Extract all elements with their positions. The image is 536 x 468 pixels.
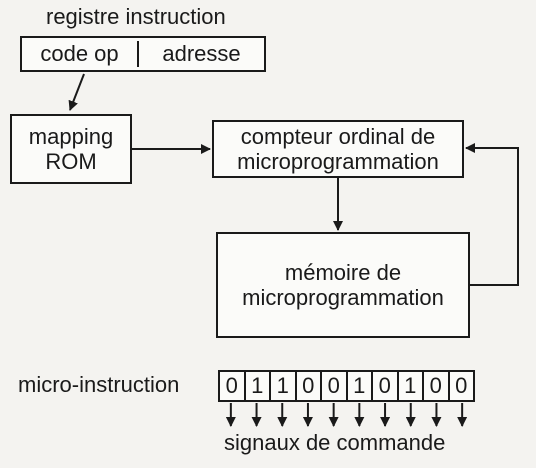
microprogram-counter-box: compteur ordinal de microprogrammation [212,120,464,178]
arrow-opcode-to-mapping [68,73,85,111]
microinstruction-bit: 0 [424,372,450,400]
microinstruction-bit: 0 [455,373,468,398]
instruction-register: code op adresse [20,36,266,72]
microprogram-memory-label: mémoire de microprogrammation [242,259,444,310]
microinstruction-bit: 1 [399,372,424,400]
microinstruction-bit: 1 [348,372,373,400]
mapping-rom-box: mapping ROM [10,114,132,184]
control-signals-label: signaux de commande [224,430,446,455]
microinstruction-bit: 0 [373,372,399,400]
signal-arrows [225,403,468,427]
microinstruction-bit: 0 [220,372,246,400]
mapping-rom-label: mapping ROM [28,123,114,174]
arrow-feedback-loop [465,143,519,286]
microinstruction-label: micro-instruction [18,372,180,397]
microinstruction-bit: 0 [297,372,322,400]
microinstruction-bit: 0 [322,372,348,400]
microinstruction-bit: 1 [246,372,271,400]
register-title: registre instruction [46,4,226,29]
microinstruction-bit: 1 [271,372,297,400]
address-field: adresse [162,41,241,67]
microprogram-memory-box: mémoire de microprogrammation [216,232,470,338]
microprogram-counter-label: compteur ordinal de microprogrammation [237,123,439,174]
opcode-field: code op [22,41,139,67]
